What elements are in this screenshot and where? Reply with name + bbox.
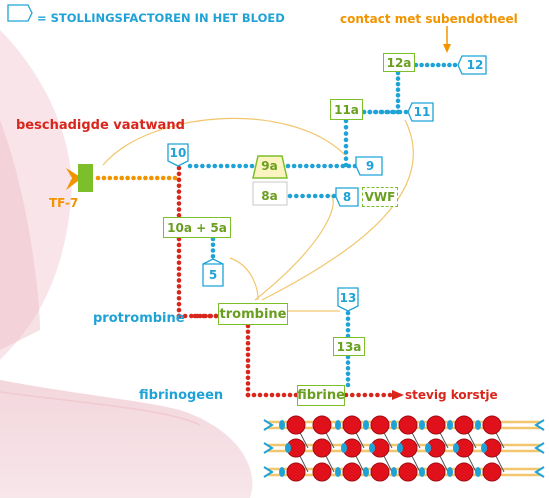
trombine-box: trombine — [218, 303, 288, 325]
factor-8a-label: 8a — [261, 189, 278, 203]
background — [0, 30, 253, 498]
tf7-label: TF-7 — [49, 196, 79, 210]
tag-13-shape — [337, 287, 359, 312]
tag-5-shape — [202, 258, 224, 287]
initiation-path — [95, 175, 178, 181]
factor-9-tag: 9 — [365, 159, 375, 173]
tag-8-shape — [335, 187, 359, 207]
factor-8-tag: 8 — [342, 190, 352, 204]
factor-10a-5a-box: 10a + 5a — [163, 217, 231, 238]
vwf-box: VWF — [362, 187, 398, 207]
tag-11-shape — [407, 102, 434, 122]
factor-9a-label: 9a — [261, 158, 278, 173]
factor-12-tag: 12 — [466, 58, 484, 72]
factor-12a-box: 12a — [383, 53, 415, 72]
fibrinogeen-label: fibrinogeen — [139, 388, 224, 403]
fibrin-mesh — [263, 415, 545, 482]
feedback-curve-top — [102, 117, 346, 166]
feedback-curves — [102, 117, 414, 312]
legend-text: = STOLLINGSFACTOREN IN HET BLOED — [37, 11, 285, 25]
blood-factor-tags — [167, 55, 487, 312]
factor-13-tag: 13 — [339, 291, 357, 305]
tag-10-shape — [167, 143, 189, 167]
korstje-label: stevig korstje — [405, 388, 498, 402]
tag-9-shape — [355, 156, 383, 176]
feedback-curve-8 — [254, 194, 334, 301]
background-lower-curve — [0, 391, 201, 426]
feedback-curve-5 — [229, 257, 259, 301]
factor-9a-shape — [252, 155, 288, 179]
background-wave — [0, 30, 72, 360]
main-path — [176, 165, 393, 398]
tf7-symbol — [66, 164, 93, 192]
feedback-curve-11 — [261, 119, 414, 301]
factor-8a-shape — [252, 181, 288, 206]
factor-11-tag: 11 — [413, 105, 431, 119]
background-wave-inner — [0, 120, 40, 350]
factor-11a-box: 11a — [330, 99, 363, 120]
protrombine-label: protrombine — [93, 311, 185, 326]
contact-label: contact met subendotheel — [340, 12, 518, 26]
korstje-arrow-head — [392, 390, 404, 400]
background-lower-shape — [0, 380, 253, 498]
legend-tag-icon — [7, 4, 33, 22]
tag-12-shape — [457, 55, 487, 75]
factor-5-tag: 5 — [208, 268, 218, 282]
damaged-wall-label: beschadigde vaatwand — [16, 118, 185, 133]
fibrine-box: fibrine — [297, 385, 345, 406]
contact-arrow-head — [443, 44, 451, 53]
factor-13a-box: 13a — [333, 337, 365, 356]
factor-10-tag: 10 — [169, 146, 187, 160]
